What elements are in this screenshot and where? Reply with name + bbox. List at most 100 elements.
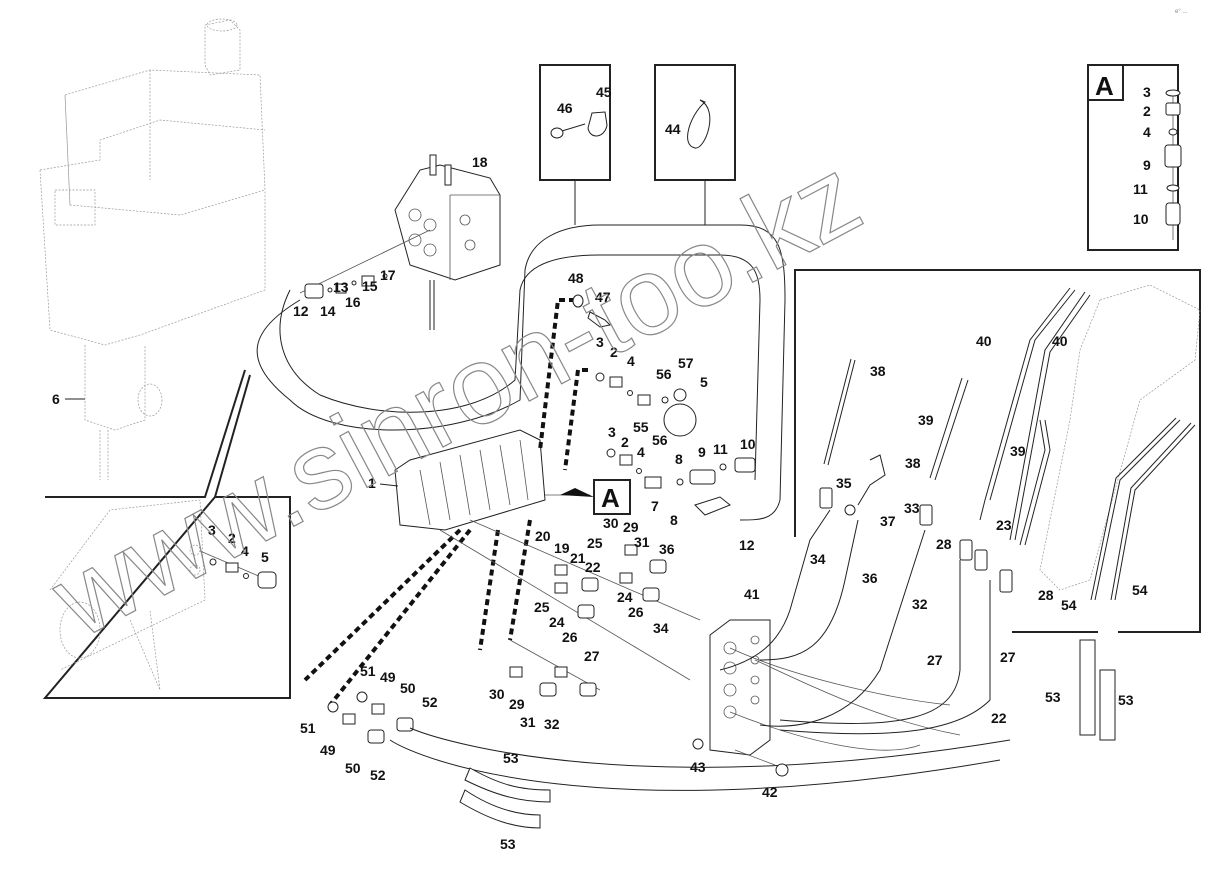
label-31: 31 [634,534,650,550]
label-19: 19 [554,540,570,556]
label-25: 25 [534,599,550,615]
label-11: 11 [713,441,728,457]
label-50: 50 [400,680,416,696]
label-3: 3 [608,424,616,440]
label-9: 9 [1143,157,1151,173]
label-53: 53 [1118,692,1134,708]
label-56: 56 [652,432,668,448]
label-22: 22 [585,559,601,575]
valve-block [394,429,590,531]
label-36: 36 [862,570,878,586]
label-43: 43 [690,759,706,775]
hydraulic-tank [39,18,266,480]
label-11: 11 [1133,181,1148,197]
label-5: 5 [700,374,708,390]
label-27: 27 [584,648,600,664]
label-53: 53 [1045,689,1061,705]
label-17: 17 [380,267,396,283]
label-14: 14 [320,303,336,319]
label-15: 15 [362,278,378,294]
label-2: 2 [621,434,629,450]
label-7: 7 [651,498,659,514]
label-36: 36 [659,541,675,557]
label-2: 2 [228,530,236,546]
label-25: 25 [587,535,603,551]
label-34: 34 [810,551,826,567]
label-18: 18 [472,154,488,170]
label-3: 3 [208,522,216,538]
label-13: 13 [333,279,349,295]
label-55: 55 [633,419,649,435]
label-49: 49 [320,742,336,758]
label-30: 30 [489,686,505,702]
label-45: 45 [596,84,612,100]
label-41: 41 [744,586,760,602]
label-54: 54 [1061,597,1077,613]
label-12: 12 [293,303,309,319]
label-29: 29 [623,519,639,535]
label-54: 54 [1132,582,1148,598]
label-26: 26 [628,604,644,620]
label-28: 28 [1038,587,1054,603]
detail-a-letter: A [1095,71,1114,101]
label-8: 8 [675,451,683,467]
label-21: 21 [570,550,586,566]
label-24: 24 [549,614,565,630]
label-4: 4 [637,444,645,460]
detail-a-inset [1087,64,1182,251]
label-2: 2 [610,344,618,360]
label-38: 38 [870,363,886,379]
manifold-block [692,619,961,777]
label-33: 33 [904,500,920,516]
clamp-inset [539,64,736,225]
label-56: 56 [656,366,672,382]
label-32: 32 [912,596,928,612]
label-38: 38 [905,455,921,471]
label-1: 1 [368,475,376,491]
label-35: 35 [836,475,852,491]
tank-detail-inset [42,369,291,699]
label-53: 53 [503,750,519,766]
boom-pipes-panel [719,269,1201,741]
label-4: 4 [1143,124,1151,140]
label-53: 53 [500,836,516,852]
label-51: 51 [300,720,316,736]
label-16: 16 [345,294,361,310]
label-50: 50 [345,760,361,776]
fitting-set-lower-left [327,691,1011,829]
label-34: 34 [653,620,669,636]
label-46: 46 [557,100,573,116]
label-24: 24 [617,589,633,605]
label-44: 44 [665,121,681,137]
label-39: 39 [1010,443,1026,459]
label-27: 27 [1000,649,1016,665]
label-37: 37 [880,513,896,529]
label-29: 29 [509,696,525,712]
label-47: 47 [595,289,611,305]
label-20: 20 [535,528,551,544]
label-5: 5 [261,549,269,565]
label-39: 39 [918,412,934,428]
label-10: 10 [740,436,756,452]
fitting-set-upper [572,294,756,516]
label-49: 49 [380,669,396,685]
fitting-set-lower [439,519,701,697]
label-32: 32 [544,716,560,732]
label-42: 42 [762,784,778,800]
callout-a-letter: A [601,483,620,513]
label-6: 6 [52,391,60,407]
label-4: 4 [241,543,249,559]
control-valve [299,154,501,330]
label-26: 26 [562,629,578,645]
label-3: 3 [596,334,604,350]
label-3: 3 [1143,84,1151,100]
label-23: 23 [996,517,1012,533]
label-31: 31 [520,714,536,730]
label-2: 2 [1143,103,1151,119]
callout-a-box [593,479,631,515]
label-52: 52 [370,767,386,783]
label-52: 52 [422,694,438,710]
label-40: 40 [976,333,992,349]
label-22: 22 [991,710,1007,726]
